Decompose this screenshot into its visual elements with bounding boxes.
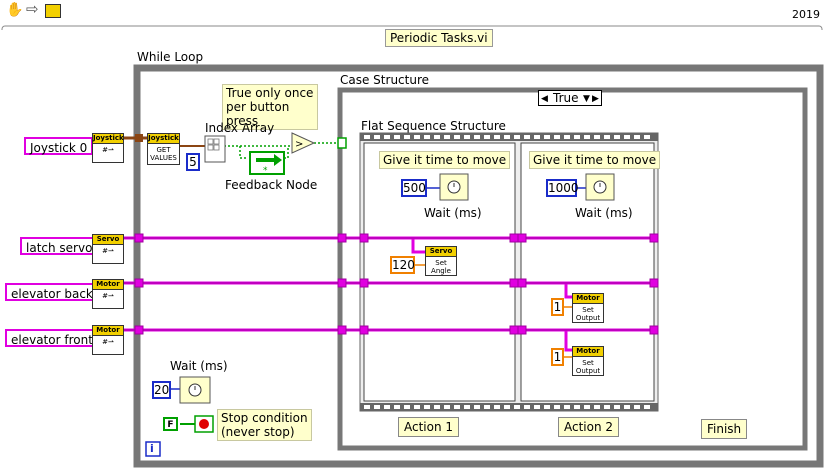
frame2-wait-label: Wait (ms) xyxy=(575,206,633,220)
motor-front-refnum-header: Motor xyxy=(93,326,123,336)
arrow-right-icon[interactable]: ⇨ xyxy=(26,0,39,18)
action2-label: Action 2 xyxy=(558,417,620,437)
greater-than-node[interactable] xyxy=(291,132,316,154)
loop-wait-constant[interactable]: 20 xyxy=(152,381,171,399)
refnum-icon: #⇀ xyxy=(102,292,114,300)
run-vi-icon[interactable] xyxy=(45,4,61,18)
case-prev-icon[interactable]: ◀ xyxy=(541,94,548,104)
control-elevator-back[interactable]: elevator back xyxy=(5,283,99,301)
iteration-terminal xyxy=(145,441,161,457)
frame1-wait-constant[interactable]: 500 xyxy=(401,179,427,197)
servo-set-header: Servo xyxy=(426,247,456,257)
svg-text:>: > xyxy=(295,139,303,150)
motor-back-set-body: Set Output xyxy=(575,306,601,322)
motor-back-set-header: Motor xyxy=(573,294,603,304)
case-next-icon[interactable]: ▶ xyxy=(592,94,599,104)
case-structure-label: Case Structure xyxy=(340,73,430,87)
diagram-title: Periodic Tasks.vi xyxy=(385,29,493,47)
flat-sequence-label: Flat Sequence Structure xyxy=(361,119,506,133)
feedback-node-label: Feedback Node xyxy=(225,178,318,192)
case-selector[interactable]: ◀ True ▼ ▶ xyxy=(538,90,602,106)
joystick-refnum-vi[interactable]: Joystick #⇀ xyxy=(92,133,124,163)
stop-condition-comment: Stop condition (never stop) xyxy=(217,409,312,441)
false-constant[interactable]: F xyxy=(163,417,178,431)
action1-label: Action 1 xyxy=(398,417,460,437)
refnum-icon: #⇀ xyxy=(102,146,114,154)
servo-angle-constant[interactable]: 120 xyxy=(390,256,415,274)
comment-button-press-text: True only once per button press xyxy=(226,86,314,128)
servo-set-angle-vi[interactable]: Servo Set Angle xyxy=(425,246,457,276)
servo-set-body: Set Angle xyxy=(431,259,451,275)
control-latch-servo[interactable]: latch servo xyxy=(20,237,99,255)
case-selector-value: True xyxy=(553,91,579,105)
chevron-down-icon[interactable]: ▼ xyxy=(583,94,590,104)
frame2-comment: Give it time to move xyxy=(529,151,661,169)
servo-refnum-vi[interactable]: Servo #⇀ xyxy=(92,234,124,264)
frame2-wait-constant[interactable]: 1000 xyxy=(546,179,579,197)
stop-comment-line1: Stop condition xyxy=(221,411,308,425)
while-loop-label: While Loop xyxy=(137,50,204,64)
while-loop-frame[interactable] xyxy=(133,64,824,468)
index-array-node[interactable] xyxy=(204,135,226,163)
comment-button-press: True only once per button press xyxy=(222,84,318,130)
joystick-get-values-vi[interactable]: Joystick GET VALUES xyxy=(147,133,180,165)
toolbar-icons xyxy=(1,25,823,30)
servo-refnum-header: Servo xyxy=(93,235,123,245)
motor-front-set-output-vi[interactable]: Motor Set Output xyxy=(572,346,604,376)
stop-comment-line2: (never stop) xyxy=(221,425,295,439)
refnum-icon: #⇀ xyxy=(102,338,114,346)
frame1-wait-label: Wait (ms) xyxy=(424,206,482,220)
finish-label: Finish xyxy=(701,419,748,439)
hand-tool-icon[interactable]: ✋ xyxy=(6,2,24,18)
motor-back-refnum-vi[interactable]: Motor #⇀ xyxy=(92,279,124,309)
index-array-label: Index Array xyxy=(205,121,275,135)
refnum-icon: #⇀ xyxy=(102,247,114,255)
control-elevator-front[interactable]: elevator front xyxy=(5,329,99,347)
motor-front-set-body: Set Output xyxy=(575,359,601,375)
motor-back-set-output-vi[interactable]: Motor Set Output xyxy=(572,293,604,323)
index-constant[interactable]: 5 xyxy=(186,153,200,171)
joystick-refnum-header: Joystick xyxy=(93,134,124,144)
loop-wait-label: Wait (ms) xyxy=(170,359,228,373)
motor-front-set-header: Motor xyxy=(573,347,603,357)
joystick-get-header: Joystick xyxy=(148,134,179,144)
motor-front-refnum-vi[interactable]: Motor #⇀ xyxy=(92,325,124,355)
motor-back-refnum-header: Motor xyxy=(93,280,123,290)
joystick-get-body: GET VALUES xyxy=(150,146,177,162)
version-label: 2019 xyxy=(792,8,820,21)
control-joystick-0[interactable]: Joystick 0 xyxy=(24,137,94,155)
iteration-label: i xyxy=(150,442,154,455)
frame1-comment: Give it time to move xyxy=(379,151,511,169)
motor-front-output-constant[interactable]: 1 xyxy=(551,348,564,366)
svg-text:*: * xyxy=(263,166,268,176)
motor-back-output-constant[interactable]: 1 xyxy=(551,298,564,316)
